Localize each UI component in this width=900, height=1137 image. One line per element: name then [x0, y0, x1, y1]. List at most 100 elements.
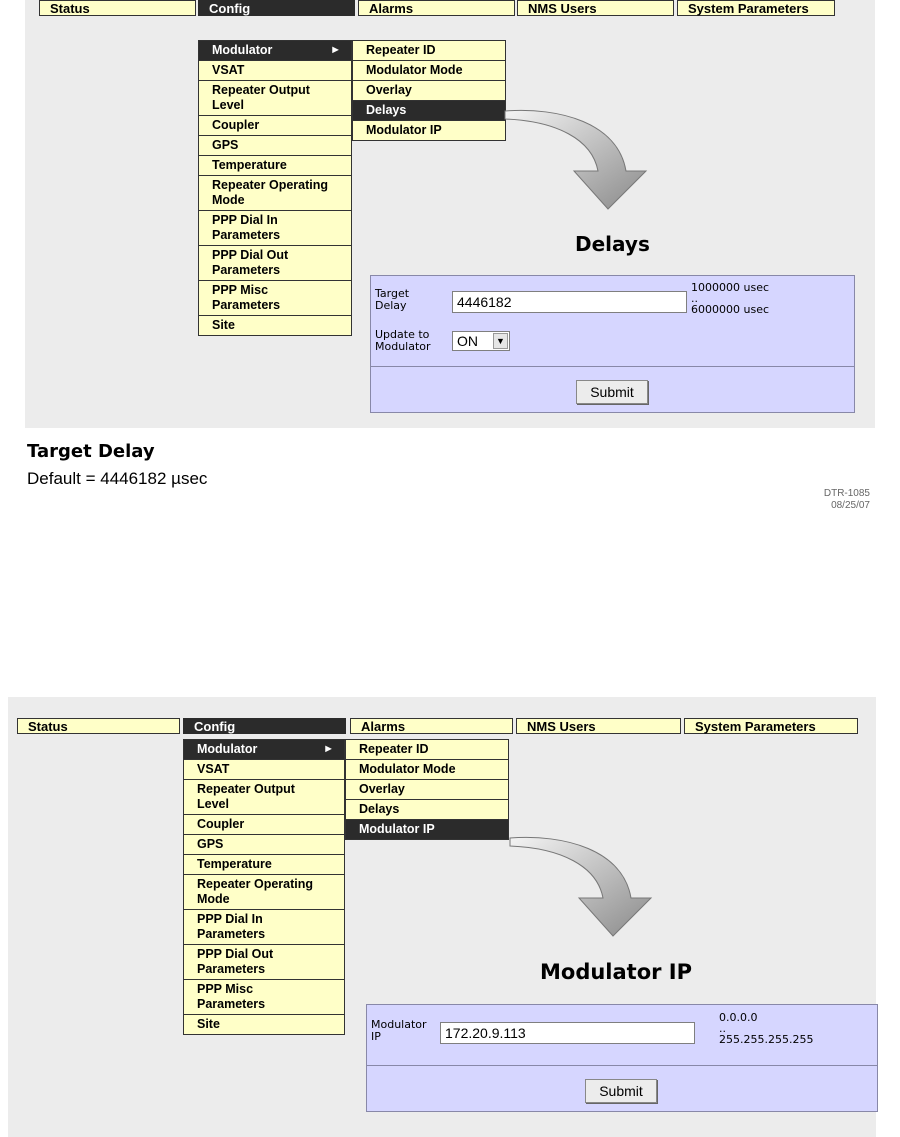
menu-item-label: Parameters [212, 263, 281, 277]
tab-status[interactable]: Status [17, 718, 180, 734]
update-to-modulator-select[interactable]: ON ▼ [452, 331, 510, 351]
submenu-item-label: Repeater ID [359, 742, 429, 756]
menu-item-label: Temperature [212, 158, 287, 172]
tab-config[interactable]: Config [198, 0, 355, 16]
menu-item-label: Level [197, 797, 229, 811]
curved-arrow-icon [504, 109, 648, 210]
form-title: Delays [575, 232, 650, 256]
modulator-submenu-1: Repeater ID Modulator Mode Overlay Delay… [352, 40, 506, 141]
select-value: ON [457, 333, 478, 349]
menu-item-label: Coupler [212, 118, 260, 132]
submenu-item-modulator-mode[interactable]: Modulator Mode [353, 61, 505, 81]
tab-system-parameters[interactable]: System Parameters [684, 718, 858, 734]
menu-item-label: Coupler [197, 817, 245, 831]
range-min: 1000000 usec [691, 281, 770, 294]
submenu-item-modulator-ip[interactable]: Modulator IP [353, 121, 505, 140]
tab-system-parameters[interactable]: System Parameters [677, 0, 835, 16]
range-dots: .. [719, 1022, 726, 1035]
target-delay-input[interactable]: 4446182 [452, 291, 687, 313]
submenu-item-repeater-id[interactable]: Repeater ID [353, 41, 505, 61]
menu-item-label: Repeater Operating [212, 178, 329, 192]
submenu-item-overlay[interactable]: Overlay [346, 780, 508, 800]
menu-item-label: Modulator [197, 742, 258, 756]
menu-item-label: VSAT [197, 762, 230, 776]
submenu-item-label: Modulator Mode [366, 63, 463, 77]
tab-label: Status [28, 719, 68, 734]
menu-item-vsat[interactable]: VSAT [199, 61, 351, 81]
submenu-item-modulator-mode[interactable]: Modulator Mode [346, 760, 508, 780]
menu-item-site[interactable]: Site [184, 1015, 344, 1034]
submit-button[interactable]: Submit [576, 380, 648, 404]
caption-text: Default = 4446182 µsec [27, 469, 208, 488]
submenu-item-label: Overlay [366, 83, 412, 97]
tab-nms-users[interactable]: NMS Users [516, 718, 681, 734]
menu-item-label: Level [212, 98, 244, 112]
submenu-item-repeater-id[interactable]: Repeater ID [346, 740, 508, 760]
tab-config[interactable]: Config [183, 718, 346, 734]
doc-date: 08/25/07 [831, 500, 870, 511]
menu-item-temperature[interactable]: Temperature [184, 855, 344, 875]
menu-item-modulator[interactable]: Modulator► [199, 41, 351, 61]
menu-item-coupler[interactable]: Coupler [199, 116, 351, 136]
form-divider [371, 366, 854, 367]
tab-alarms[interactable]: Alarms [350, 718, 513, 734]
tab-label: Config [209, 1, 251, 16]
menu-item-temperature[interactable]: Temperature [199, 156, 351, 176]
modulator-ip-range: 0.0.0.0..255.255.255.255 [719, 1012, 813, 1045]
menu-item-gps[interactable]: GPS [199, 136, 351, 156]
menu-item-gps[interactable]: GPS [184, 835, 344, 855]
tab-label: Alarms [361, 719, 406, 734]
menu-item-vsat[interactable]: VSAT [184, 760, 344, 780]
submenu-item-label: Repeater ID [366, 43, 436, 57]
curved-arrow-icon [509, 836, 653, 937]
tab-alarms[interactable]: Alarms [358, 0, 515, 16]
doc-number: DTR-1085 [823, 488, 870, 499]
tab-label: NMS Users [527, 719, 596, 734]
tab-nms-users[interactable]: NMS Users [517, 0, 674, 16]
triangle-right-icon: ► [330, 44, 341, 56]
submit-button[interactable]: Submit [585, 1079, 657, 1103]
triangle-right-icon: ► [323, 743, 334, 755]
submenu-item-modulator-ip[interactable]: Modulator IP [346, 820, 508, 839]
tab-status[interactable]: Status [39, 0, 196, 16]
submenu-item-overlay[interactable]: Overlay [353, 81, 505, 101]
chevron-down-icon[interactable]: ▼ [493, 333, 508, 349]
menu-item-label: Parameters [197, 997, 266, 1011]
label-line: Target [375, 287, 410, 300]
menu-item-label: Temperature [197, 857, 272, 871]
label-line: Delay [375, 299, 407, 312]
menu-item-site[interactable]: Site [199, 316, 351, 335]
menu-item-modulator[interactable]: Modulator ► [184, 740, 344, 760]
submenu-item-delays[interactable]: Delays [353, 101, 505, 121]
submenu-item-delays[interactable]: Delays [346, 800, 508, 820]
label-line: Update to [375, 328, 430, 341]
label-line: Modulator [371, 1018, 427, 1031]
menu-item-label: Mode [212, 193, 245, 207]
menu-item-label: PPP Dial In [197, 912, 263, 926]
submenu-item-label: Modulator IP [366, 123, 442, 137]
tab-label: System Parameters [695, 719, 816, 734]
range-min: 0.0.0.0 [719, 1011, 758, 1024]
menu-item-label: Site [197, 1017, 220, 1031]
menu-item-coupler[interactable]: Coupler [184, 815, 344, 835]
menu-item-label: VSAT [212, 63, 245, 77]
submenu-item-label: Modulator Mode [359, 762, 456, 776]
menu-item-label: GPS [212, 138, 239, 152]
menu-item-label: Repeater Output [197, 782, 295, 796]
modulator-ip-input[interactable]: 172.20.9.113 [440, 1022, 695, 1044]
range-max: 6000000 usec [691, 303, 770, 316]
